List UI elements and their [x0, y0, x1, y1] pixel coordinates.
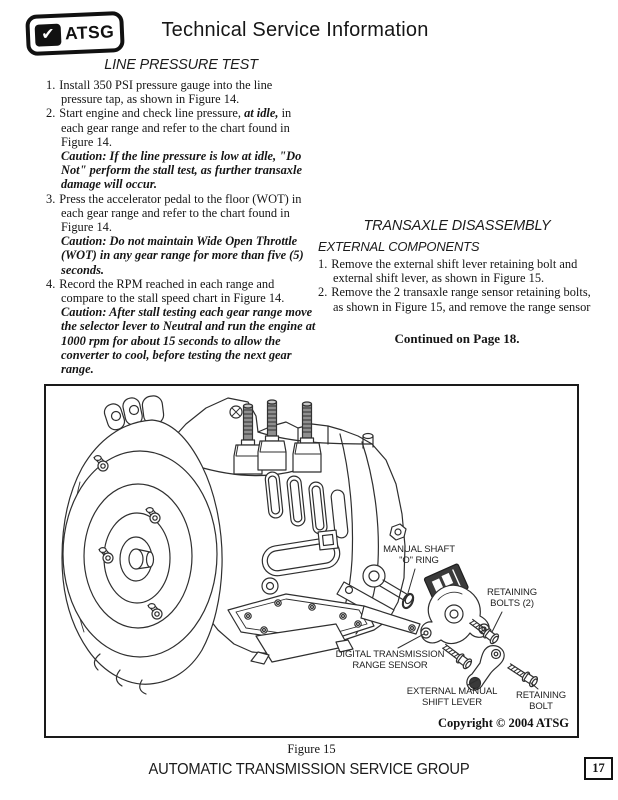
- case-studs: [233, 399, 322, 475]
- caution-text: Caution: After stall testing each gear r…: [61, 305, 316, 377]
- item-number: 2.: [46, 106, 56, 121]
- case-top-cluster: [103, 395, 165, 431]
- continued-note: Continued on Page 18.: [394, 330, 520, 346]
- atsg-logo-frame: ✔ ATSG: [25, 10, 125, 57]
- list-item: 4.Record the RPM reached in each range a…: [46, 277, 316, 376]
- page-number: 17: [584, 757, 613, 780]
- bell-housing: [61, 419, 223, 695]
- caution-text: Caution: Do not maintain Wide Open Throt…: [61, 234, 304, 277]
- subsection-heading-external-components: EXTERNAL COMPONENTS: [318, 239, 480, 254]
- o-ring: [401, 592, 415, 610]
- page-title: Technical Service Information: [161, 19, 429, 41]
- label-external-manual-shift-lever: EXTERNAL MANUAL SHIFT LEVER: [406, 686, 498, 708]
- figure-caption: Figure 15: [287, 742, 336, 756]
- right-column: TRANSAXLE DISASSEMBLY EXTERNAL COMPONENT…: [318, 218, 596, 346]
- item-text: in each gear range and refer to the char…: [61, 106, 292, 149]
- item-number: 1.: [318, 257, 328, 271]
- footer-organization: AUTOMATIC TRANSMISSION SERVICE GROUP: [148, 761, 470, 778]
- list-item: 1.Install 350 PSI pressure gauge into th…: [46, 78, 316, 106]
- item-text: Start engine and check line pressure,: [59, 106, 245, 121]
- list-item: 1.Remove the external shift lever retain…: [318, 257, 596, 285]
- item-text: Remove the 2 transaxle range sensor reta…: [331, 285, 591, 314]
- list-item: 2.Remove the 2 transaxle range sensor re…: [318, 285, 596, 313]
- leader-lines: [397, 568, 539, 690]
- item-text: Remove the external shift lever retainin…: [331, 257, 578, 286]
- checkmark-icon: ✔: [34, 23, 62, 47]
- item-number: 4.: [46, 276, 56, 291]
- left-column: LINE PRESSURE TEST 1.Install 350 PSI pre…: [46, 57, 316, 376]
- item-text: Install 350 PSI pressure gauge into the …: [59, 78, 273, 107]
- atsg-logo: ✔ ATSG: [25, 10, 125, 57]
- figure-15-frame: MANUAL SHAFT "O" RING RETAINING BOLTS (2…: [44, 384, 579, 738]
- transaxle-illustration: [61, 395, 540, 695]
- list-item: 3.Press the accelerator pedal to the flo…: [46, 192, 316, 277]
- section-heading-transaxle-disassembly: TRANSAXLE DISASSEMBLY: [363, 218, 551, 234]
- caution-text: Caution: If the line pressure is low at …: [61, 149, 302, 192]
- item-text: Press the accelerator pedal to the floor…: [59, 191, 302, 235]
- section-heading-line-pressure-test: LINE PRESSURE TEST: [104, 57, 258, 73]
- shift-lever: [466, 645, 505, 691]
- label-retaining-bolts: RETAINING BOLTS (2): [486, 587, 538, 609]
- figure-copyright: Copyright © 2004 ATSG: [438, 716, 569, 730]
- item-number: 1.: [46, 78, 56, 92]
- atsg-logo-text: ATSG: [64, 21, 115, 44]
- item-text: Record the RPM reached in each range and…: [59, 276, 285, 306]
- label-digital-transmission-range-sensor: DIGITAL TRANSMISSION RANGE SENSOR: [335, 649, 445, 671]
- item-number: 2.: [318, 285, 328, 300]
- label-retaining-bolt: RETAINING BOLT: [515, 690, 567, 712]
- label-manual-shaft-o-ring: MANUAL SHAFT "O" RING: [383, 544, 455, 566]
- list-item: 2.Start engine and check line pressure, …: [46, 106, 316, 191]
- item-number: 3.: [46, 191, 56, 206]
- case-body: [165, 397, 421, 665]
- item-emphasis: at idle,: [244, 106, 279, 121]
